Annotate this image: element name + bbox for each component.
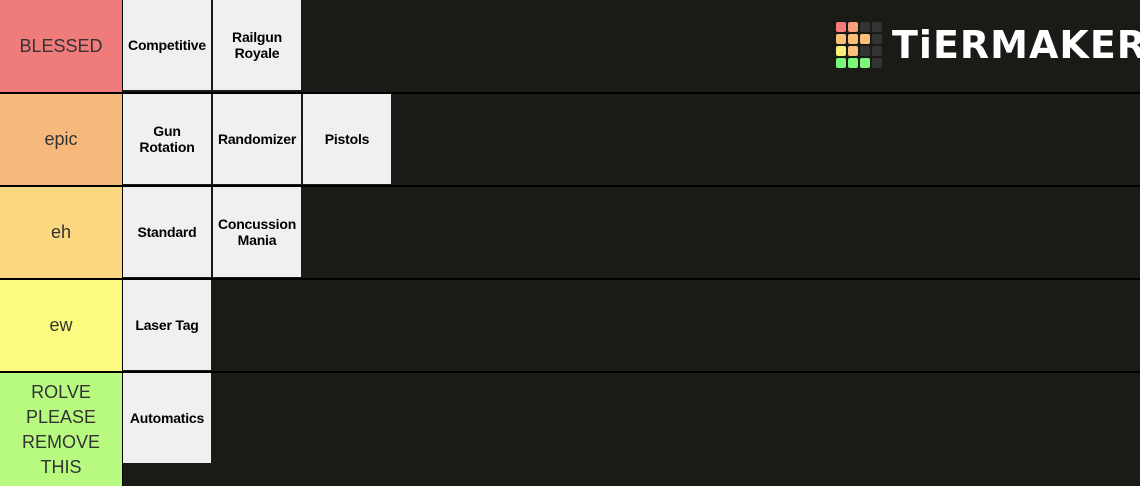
tier-row-epic: epic Gun Rotation Randomizer Pistols xyxy=(0,94,1140,185)
logo-cell xyxy=(836,46,846,56)
tier-item[interactable]: Railgun Royale xyxy=(213,0,303,90)
tier-item[interactable]: Gun Rotation xyxy=(123,94,213,184)
logo-cell xyxy=(872,22,882,32)
tier-items[interactable]: Competitive Railgun Royale xyxy=(123,0,1140,92)
logo-cell xyxy=(848,46,858,56)
logo-cell xyxy=(872,46,882,56)
tier-label[interactable]: ROLVE PLEASE REMOVE THIS xyxy=(0,373,123,486)
logo-cell xyxy=(848,34,858,44)
tier-items[interactable]: Standard Concussion Mania xyxy=(123,187,1140,278)
tier-items[interactable]: Automatics xyxy=(123,373,1140,486)
logo-cell xyxy=(848,22,858,32)
logo-cell xyxy=(836,58,846,68)
tier-row-blessed: BLESSED Competitive Railgun Royale xyxy=(0,0,1140,92)
tier-label[interactable]: BLESSED xyxy=(0,0,123,92)
tier-items[interactable]: Gun Rotation Randomizer Pistols xyxy=(123,94,1140,185)
logo-cell xyxy=(860,34,870,44)
logo-cell xyxy=(836,34,846,44)
logo-cell xyxy=(860,58,870,68)
tier-row-ew: ew Laser Tag xyxy=(0,280,1140,371)
tier-item[interactable]: Pistols xyxy=(303,94,393,184)
logo-cell xyxy=(860,22,870,32)
tier-row-eh: eh Standard Concussion Mania xyxy=(0,187,1140,278)
logo-text: TiERMAKER xyxy=(892,23,1140,67)
logo-cell xyxy=(872,34,882,44)
tier-label[interactable]: epic xyxy=(0,94,123,185)
logo-cell xyxy=(872,58,882,68)
tier-label[interactable]: ew xyxy=(0,280,123,371)
tiermaker-logo: TiERMAKER xyxy=(836,19,1140,71)
logo-cell xyxy=(860,46,870,56)
tier-label[interactable]: eh xyxy=(0,187,123,278)
logo-cell xyxy=(836,22,846,32)
tier-item[interactable]: Laser Tag xyxy=(123,280,213,370)
logo-grid-icon xyxy=(836,22,882,68)
tier-item[interactable]: Randomizer xyxy=(213,94,303,184)
tier-item[interactable]: Standard xyxy=(123,187,213,277)
logo-cell xyxy=(848,58,858,68)
tier-items[interactable]: Laser Tag xyxy=(123,280,1140,371)
tier-item[interactable]: Competitive xyxy=(123,0,213,90)
tier-row-rolve: ROLVE PLEASE REMOVE THIS Automatics xyxy=(0,373,1140,486)
tier-item[interactable]: Automatics xyxy=(123,373,213,463)
tier-item[interactable]: Concussion Mania xyxy=(213,187,303,277)
